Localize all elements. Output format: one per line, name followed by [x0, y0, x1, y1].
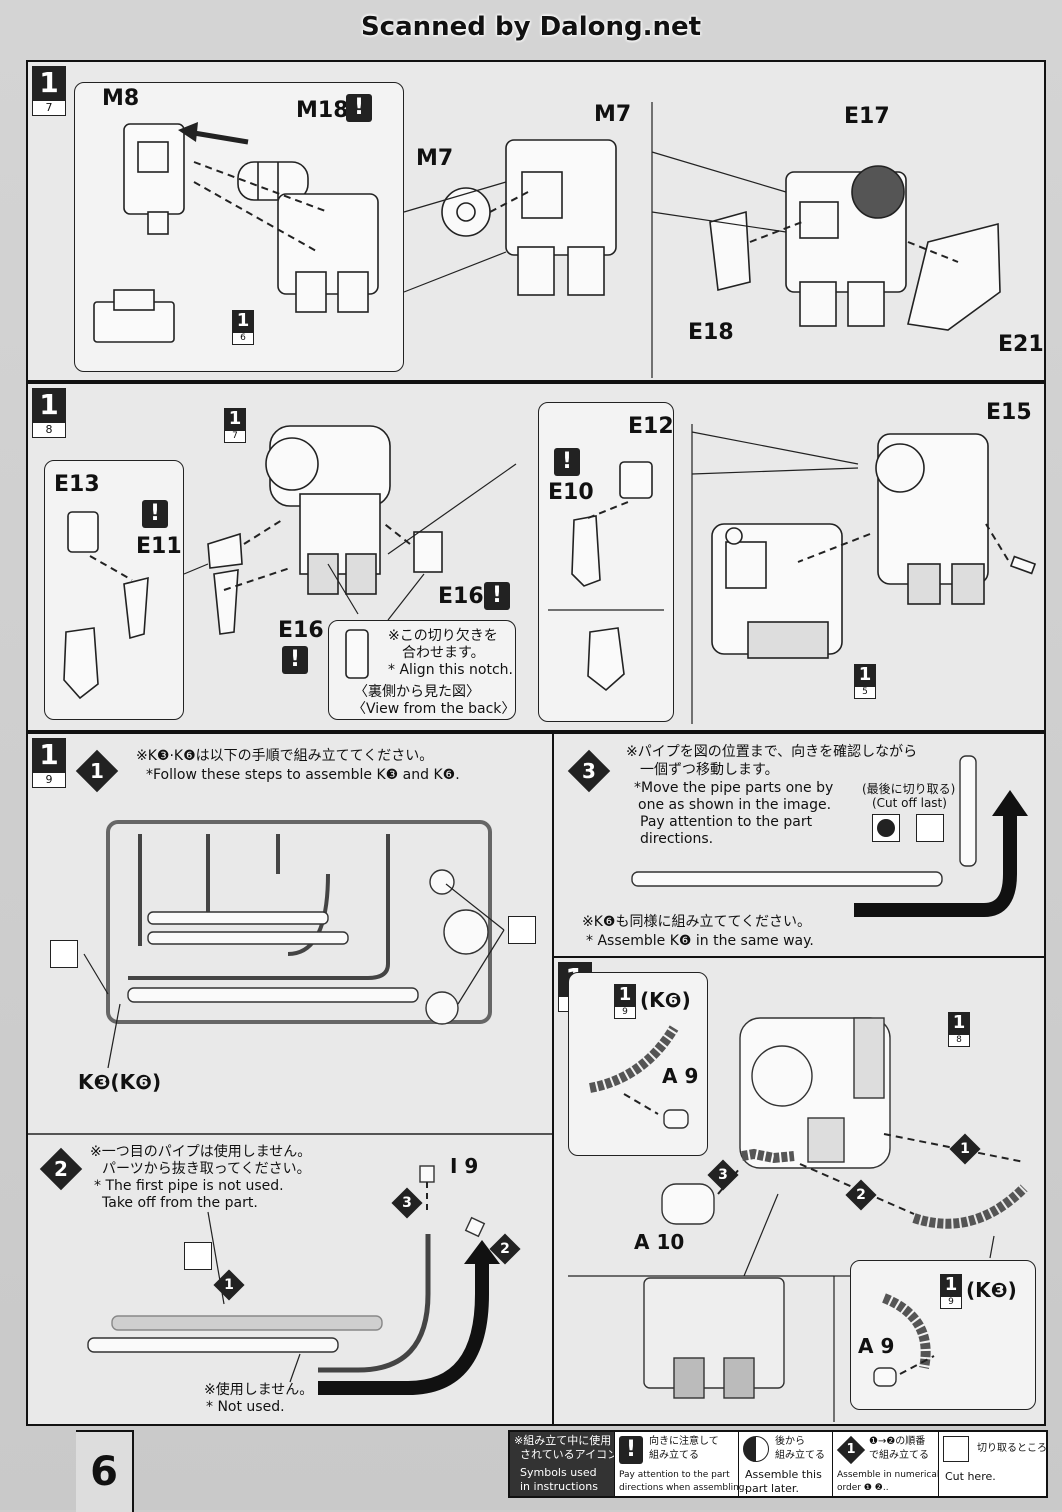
step-8-marker: 1 8 — [32, 388, 66, 438]
exclamation-icon: ! — [619, 1436, 643, 1464]
half-circle-icon — [743, 1436, 769, 1462]
step3-note-jp-1: ※パイプを図の位置まで、向きを確認しながら — [626, 744, 918, 760]
later-icon — [872, 814, 900, 842]
part-label-e16-left: E16 — [278, 618, 324, 643]
step-9-marker: 1 9 — [32, 738, 66, 788]
part-label-e11: E11 — [136, 534, 182, 559]
notch-note-jp-2: 合わせます。 — [402, 645, 485, 661]
notch-note-jp-1: ※この切り欠きを — [388, 628, 498, 644]
legend-item-later: 後から 組み立てる Assemble this part later. — [738, 1432, 832, 1496]
attention-icon: ! — [142, 500, 168, 528]
attention-icon: ! — [554, 448, 580, 476]
symbols-legend: ※組み立て中に使用 されているアイコン Symbols used in inst… — [508, 1430, 1048, 1498]
step-9-sub3-panel: 3 ※パイプを図の位置まで、向きを確認しながら 一個ずつ移動します。 *Move… — [552, 732, 1046, 958]
page-number: 6 — [76, 1430, 134, 1512]
order-icon: 1 — [836, 1435, 866, 1465]
notch-note-en: * Align this notch. — [388, 662, 513, 678]
step-9-runner-drawing — [28, 820, 552, 1395]
cut-here-icon — [916, 814, 944, 842]
step2-note-en-2: Take off from the part. — [102, 1195, 258, 1211]
order-1-icon: 1 — [213, 1269, 245, 1301]
ref-step-8-marker: 1 8 — [948, 1012, 970, 1047]
step3-note-en-1: *Move the pipe parts one by — [634, 780, 834, 796]
part-label-i9: I 9 — [450, 1154, 479, 1178]
legend-title: ※組み立て中に使用 されているアイコン Symbols used in inst… — [510, 1432, 618, 1496]
step1-note-en: *Follow these steps to assemble K❸ and K… — [146, 767, 460, 783]
part-label-a9-bottom: A 9 — [858, 1334, 895, 1358]
part-label-e18: E18 — [688, 320, 734, 345]
step3-note-en-3: Pay attention to the part — [640, 814, 813, 830]
step-9-panel: 1 9 1 ※K❸·K❻は以下の手順で組み立ててください。 *Follow th… — [26, 732, 554, 1426]
step2-note-jp-2: パーツから抜き取ってください。 — [102, 1161, 311, 1177]
order-2-icon: 2 — [845, 1179, 877, 1211]
step3-note-en-2: one as shown in the image. — [638, 797, 832, 813]
legend-item-attention: ! 向きに注意して 組み立てる Pay attention to the par… — [614, 1432, 747, 1496]
scan-credit: Scanned by Dalong.net — [360, 12, 702, 42]
ref-step-5-marker: 1 5 — [854, 664, 876, 699]
k3-pipe-chain — [127, 911, 419, 1003]
part-label-m8: M8 — [102, 86, 140, 111]
step-7-panel: 1 7 — [26, 60, 1046, 382]
part-label-e16-right: E16 — [438, 584, 484, 609]
attention-icon: ! — [282, 646, 308, 674]
legend-item-order: 1 ❶→❷の順番 で組み立てる Assemble in numerical or… — [832, 1432, 939, 1496]
cut-here-icon — [508, 916, 536, 944]
ref-step-6-marker: 1 6 — [232, 310, 254, 345]
legend-item-cut: 切り取るところ Cut here. — [938, 1432, 1047, 1496]
step3-note-en-4: directions. — [640, 831, 714, 847]
not-used-en: * Not used. — [206, 1399, 285, 1415]
k6-ref-label: (K❻) — [640, 988, 691, 1012]
part-label-a9-top: A 9 — [662, 1064, 699, 1088]
step-10-panel: 1 10 — [552, 956, 1046, 1426]
attention-icon: ! — [346, 94, 372, 122]
not-used-jp: ※使用しません。 — [204, 1382, 314, 1398]
step-8-panel: 1 8 — [26, 382, 1046, 732]
back-view-jp: 〈裏側から見た図〉 — [354, 684, 480, 700]
order-3-icon: 3 — [707, 1159, 739, 1191]
sub-step-2-icon: 2 — [39, 1147, 83, 1191]
step2-note-jp-1: ※一つ目のパイプは使用しません。 — [90, 1144, 312, 1160]
part-label-m7-right: M7 — [594, 102, 632, 127]
step3-note-jp-2: 一個ずつ移動します。 — [640, 762, 779, 778]
part-label-e10: E10 — [548, 480, 594, 505]
part-label-e12: E12 — [628, 414, 674, 439]
order-2-icon: 2 — [489, 1233, 521, 1265]
part-label-a10: A 10 — [634, 1230, 685, 1254]
step-7-marker: 1 7 — [32, 66, 66, 116]
cut-here-icon — [184, 1242, 212, 1270]
order-1-icon: 1 — [949, 1133, 981, 1165]
k-part-label: K❸(K❻) — [78, 1070, 162, 1094]
ref-step-7-marker: 1 7 — [224, 408, 246, 443]
assemble-k6-jp: ※K❻も同様に組み立ててください。 — [582, 914, 812, 930]
ref-step-9-k6-marker: 1 9 — [614, 984, 636, 1019]
step1-note-jp: ※K❸·K❻は以下の手順で組み立ててください。 — [136, 748, 434, 764]
step2-note-en-1: * The first pipe is not used. — [94, 1178, 284, 1194]
k3-ref-label: (K❸) — [966, 1278, 1017, 1302]
cut-last-en: (Cut off last) — [872, 796, 947, 810]
part-label-e17: E17 — [844, 104, 890, 129]
assemble-k6-en: * Assemble K❻ in the same way. — [586, 933, 814, 949]
step-3-pipe-drawing — [631, 755, 1028, 917]
step-8-drawing — [63, 424, 1037, 724]
part-label-m7-left: M7 — [416, 146, 454, 171]
back-view-en: 〈View from the back〉 — [352, 701, 516, 717]
attention-icon: ! — [484, 582, 510, 610]
part-label-e21: E21 — [998, 332, 1044, 357]
cut-last-jp: (最後に切り取る) — [862, 782, 956, 796]
step-7-drawing — [93, 102, 1001, 378]
cut-icon — [943, 1436, 969, 1462]
part-label-e15: E15 — [986, 400, 1032, 425]
ref-step-9-k3-marker: 1 9 — [940, 1274, 962, 1309]
step-10-drawing — [568, 1017, 1028, 1422]
cut-here-icon — [50, 940, 78, 968]
part-label-e13: E13 — [54, 472, 100, 497]
order-3-icon: 3 — [391, 1187, 423, 1219]
part-label-m18: M18 — [296, 98, 349, 123]
